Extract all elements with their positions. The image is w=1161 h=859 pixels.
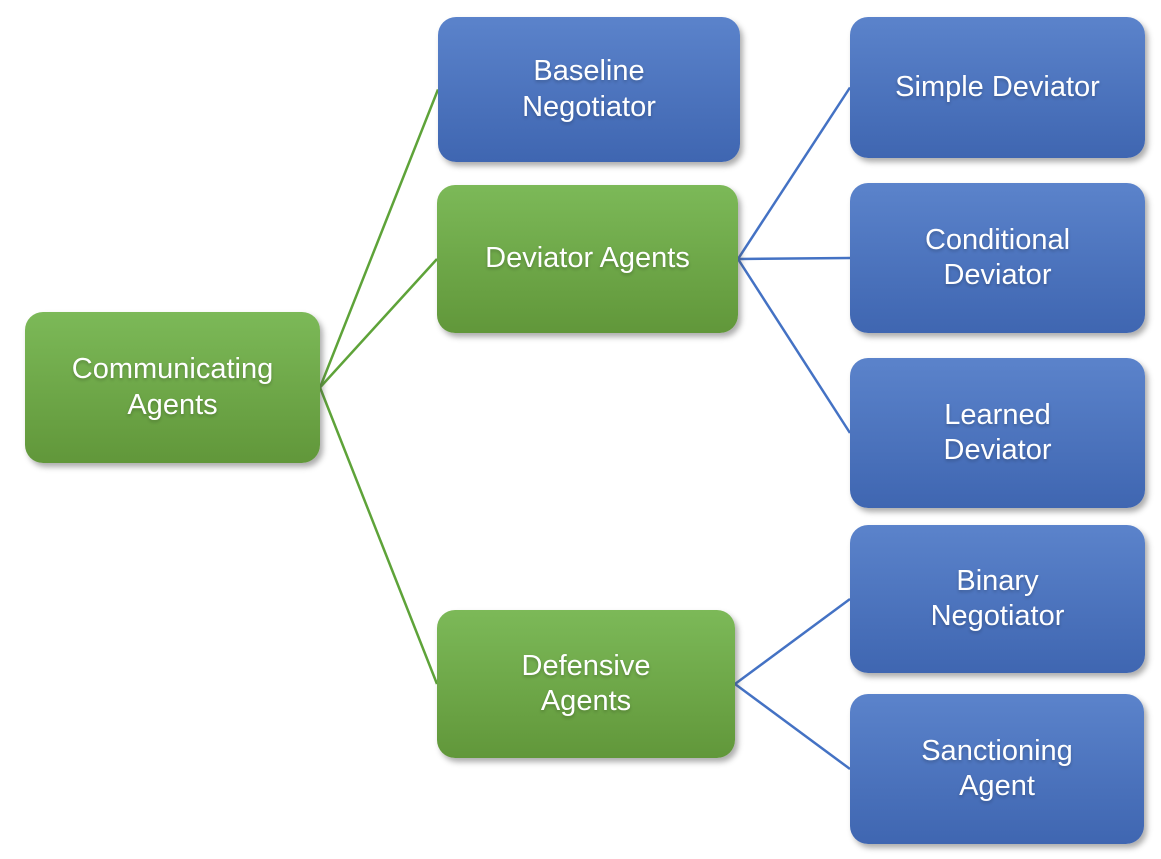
edge-communicating-agents-to-deviator-agents: [319, 258, 438, 389]
node-label: Learned Deviator: [943, 398, 1052, 466]
node-learned-deviator: Learned Deviator: [850, 358, 1145, 508]
node-binary-negotiator: Binary Negotiator: [850, 525, 1145, 673]
node-label: Sanctioning Agent: [921, 734, 1073, 802]
node-simple-deviator: Simple Deviator: [850, 17, 1145, 158]
node-conditional-deviator: Conditional Deviator: [850, 183, 1145, 333]
node-label: Communicating Agents: [71, 353, 274, 421]
edge-communicating-agents-to-defensive-agents: [318, 387, 439, 685]
edge-deviator-agents-to-conditional-deviator: [737, 256, 851, 261]
edge-deviator-agents-to-learned-deviator: [736, 258, 852, 434]
node-label: Simple Deviator: [895, 70, 1100, 103]
node-label: Defensive Agents: [521, 649, 651, 717]
node-defensive-agents: Defensive Agents: [437, 610, 735, 758]
node-communicating-agents: Communicating Agents: [25, 312, 320, 463]
node-sanctioning-agent: Sanctioning Agent: [850, 694, 1144, 844]
edge-defensive-agents-to-binary-negotiator: [734, 597, 851, 686]
node-label: Conditional Deviator: [924, 223, 1071, 291]
node-deviator-agents: Deviator Agents: [437, 185, 738, 333]
node-baseline-negotiator: Baseline Negotiator: [438, 17, 740, 162]
node-label: Deviator Agents: [485, 242, 690, 275]
edge-communicating-agents-to-baseline-negotiator: [318, 89, 440, 388]
edge-defensive-agents-to-sanctioning-agent: [734, 682, 851, 771]
edge-deviator-agents-to-simple-deviator: [736, 86, 852, 260]
node-label: Baseline Negotiator: [522, 55, 656, 123]
node-label: Binary Negotiator: [930, 564, 1065, 632]
